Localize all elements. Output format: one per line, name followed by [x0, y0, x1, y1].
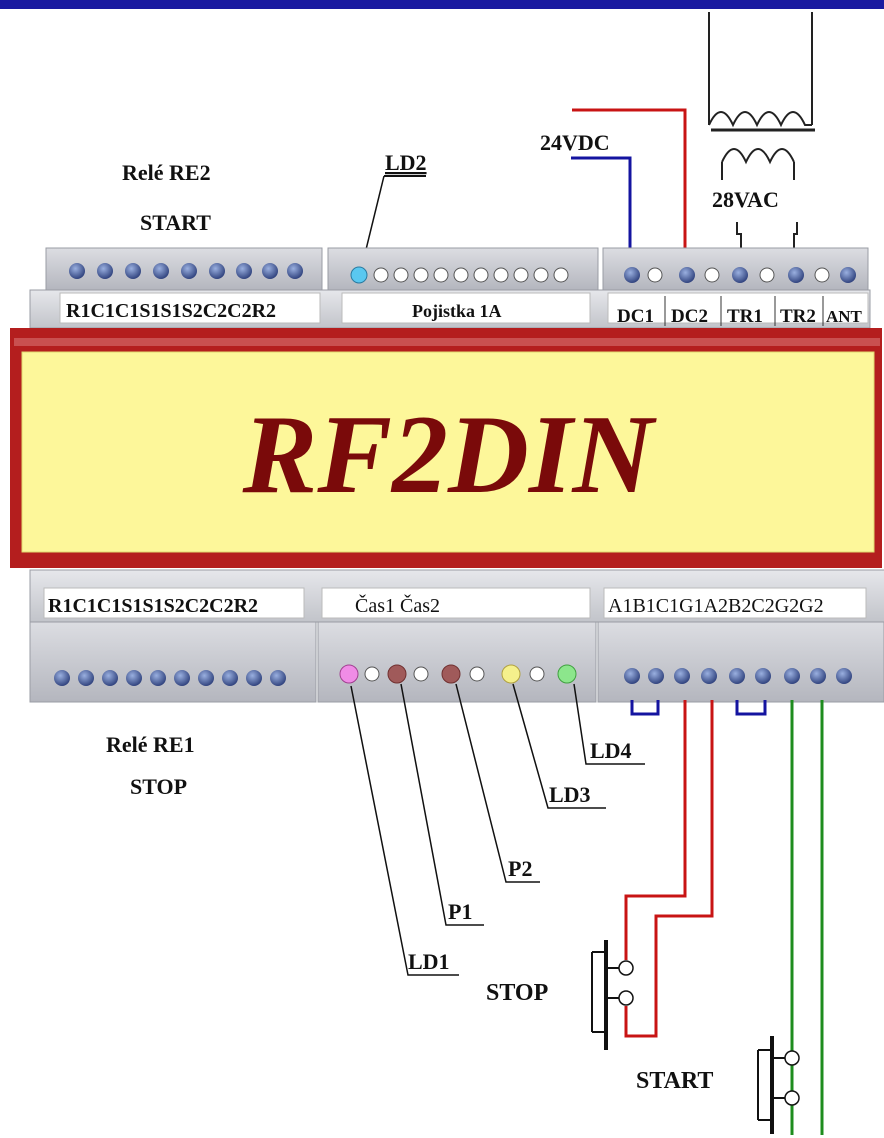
- ld1-label: LD1: [408, 949, 450, 974]
- top-led-row: [350, 266, 569, 284]
- start-button-label: START: [636, 1068, 713, 1094]
- relay-re2-label: Relé RE2: [122, 160, 211, 185]
- wire-stop-1: [624, 700, 687, 960]
- top-left-terminal-labels: R1C1C1S1S1S2C2C2R2: [66, 300, 276, 322]
- transformer: [708, 12, 815, 260]
- bottom-led-row: [339, 664, 577, 684]
- voltage-dc-label: 24VDC: [540, 130, 610, 155]
- relay-re1-function: STOP: [130, 774, 187, 799]
- led-ld2: [350, 266, 368, 284]
- device-title: RF2DIN: [242, 393, 658, 517]
- p2-label: P2: [508, 856, 532, 881]
- ld4-label: LD4: [590, 738, 632, 763]
- led-p1: [387, 664, 407, 684]
- top-border: [0, 0, 884, 9]
- ld3-label: LD3: [549, 782, 591, 807]
- terminal-ant: ANT: [826, 307, 863, 326]
- wire-stop-2: [624, 700, 714, 1038]
- wire-dc-red: [572, 108, 687, 262]
- fuse-label: Pojistka 1A: [412, 301, 502, 321]
- terminal-tr2: TR2: [780, 306, 816, 327]
- start-button: [757, 1036, 800, 1134]
- led-ld4: [557, 664, 577, 684]
- bottom-left-terminal-labels: R1C1C1S1S1S2C2C2R2: [48, 595, 258, 617]
- terminal-tr1: TR1: [727, 306, 763, 327]
- stop-button: [591, 940, 634, 1050]
- bottom-right-terminal-labels: A1B1C1G1A2B2C2G2G2: [608, 595, 824, 617]
- voltage-ac-label: 28VAC: [712, 187, 779, 212]
- terminal-dc2: DC2: [671, 306, 708, 327]
- led-leader-lines: [350, 683, 645, 976]
- bottom-right-screws: [624, 668, 852, 684]
- jumper-a1-b1: [630, 700, 660, 716]
- wire-dc-blue: [571, 156, 632, 262]
- relay-re2-function: START: [140, 210, 211, 235]
- ld2-label: LD2: [385, 150, 427, 175]
- bottom-middle-terminal-labels: Čas1 Čas2: [355, 593, 440, 617]
- jumper-a2-b2: [735, 700, 767, 716]
- led-p2: [441, 664, 461, 684]
- top-left-screws: [69, 263, 303, 279]
- relay-re1-label: Relé RE1: [106, 732, 195, 757]
- top-right-screws: [624, 267, 856, 283]
- led-ld1: [339, 664, 359, 684]
- bottom-left-screws: [54, 670, 286, 686]
- stop-button-label: STOP: [486, 980, 548, 1006]
- led-ld3: [501, 664, 521, 684]
- p1-label: P1: [448, 899, 472, 924]
- terminal-dc1: DC1: [617, 306, 654, 327]
- display-panel: [21, 351, 875, 553]
